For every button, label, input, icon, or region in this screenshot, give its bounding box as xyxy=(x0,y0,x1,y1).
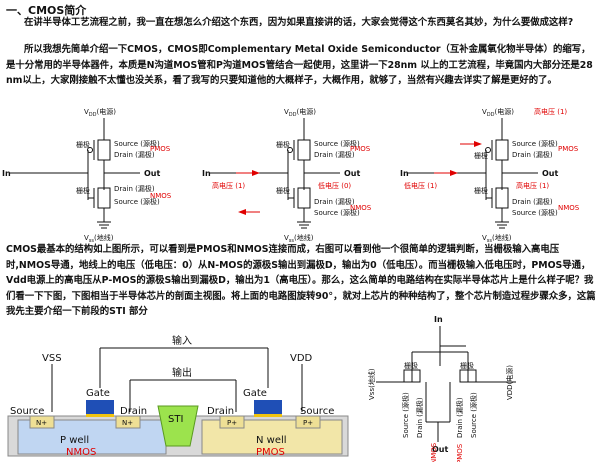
vdd-label: VDD(电源) xyxy=(84,107,116,118)
source-p-rot: Source (源极) xyxy=(469,392,478,438)
p-plus-left: P+ xyxy=(227,419,237,427)
in-label: In xyxy=(434,315,443,324)
source-p-label: Source (源极) xyxy=(512,139,558,148)
rotated-circuit: In 栅极 栅极 Out Vss(地线) VDD(电源) Source (源极)… xyxy=(367,315,516,462)
drain-n-rot: Drain (漏极) xyxy=(415,397,424,438)
gate-right-label: 栅极 xyxy=(460,361,474,370)
pmos-label: PMOS xyxy=(558,145,579,153)
drain-p-rot: Drain (漏极) xyxy=(455,397,464,438)
drain-label-p: Drain xyxy=(207,406,234,417)
vdd-rot-label: VDD(电源) xyxy=(505,365,514,400)
source-n-rot: Source (源极) xyxy=(401,392,410,438)
vdd-label: VDD(电源) xyxy=(482,107,514,118)
drain-label-n: Drain xyxy=(120,406,147,417)
vss-rot-label: Vss(地线) xyxy=(367,368,376,400)
out-label: Out xyxy=(144,169,160,178)
paragraph-intro: 在讲半导体工艺流程之前，我一直在想怎么介绍这个东西，因为如果直接讲的话，大家会觉… xyxy=(24,17,574,28)
gate-label-p: 栅极 xyxy=(276,140,290,149)
paragraph-cmos-definition: 所以我想先简单介绍一下CMOS，CMOS即Complementary Metal… xyxy=(6,44,593,87)
source-n-label: Source (源极) xyxy=(114,197,160,206)
drain-n-label: Drain (漏极) xyxy=(314,197,355,206)
gate-left-label: 栅极 xyxy=(404,361,418,370)
gate-label-n: 栅极 xyxy=(474,186,488,195)
pmos-rot: PMOS xyxy=(456,443,464,462)
low-in-label: 低电压 (1) xyxy=(404,181,437,190)
out-label: Out xyxy=(432,445,448,454)
vss-label: VSS xyxy=(42,353,62,364)
source-label-p: Source xyxy=(300,406,334,417)
source-n-label: Source (源极) xyxy=(512,208,558,217)
output-label: 输出 xyxy=(172,366,192,379)
sti-label: STI xyxy=(168,414,183,425)
vdd-label: VDD(电源) xyxy=(284,107,316,118)
n-plus-left: N+ xyxy=(36,419,47,427)
source-n-label: Source (源极) xyxy=(314,208,360,217)
nmos-label: NMOS xyxy=(66,447,96,458)
high-out-label-top: 高电压 (1) xyxy=(534,107,567,116)
pmos-label: PMOS xyxy=(256,447,285,458)
drain-p-label: Drain (漏极) xyxy=(114,150,155,159)
paragraph-cmos-structure: CMOS最基本的结构如上图所示，可以看到是PMOS和NMOS连接而成，右图可以看… xyxy=(6,244,596,318)
gate-label-n: 栅极 xyxy=(276,186,290,195)
low-out-label: 低电压 (0) xyxy=(318,181,351,190)
drain-n-label: Drain (漏极) xyxy=(512,197,553,206)
gate-label-p: Gate xyxy=(243,388,267,399)
gate-label-n: Gate xyxy=(86,388,110,399)
nmos-label: NMOS xyxy=(150,192,172,200)
drain-p-label: Drain (漏极) xyxy=(512,150,553,159)
high-out-label: 高电压 (1) xyxy=(516,181,549,190)
source-label-n: Source xyxy=(10,406,44,417)
vdd-label: VDD xyxy=(290,353,313,364)
out-label: Out xyxy=(542,169,558,178)
nmos-label: NMOS xyxy=(350,204,372,212)
nmos-label: NMOS xyxy=(558,204,580,212)
source-p-label: Source (源极) xyxy=(314,139,360,148)
in-label: In xyxy=(2,169,11,178)
in-label: In xyxy=(400,169,409,178)
pmos-label: PMOS xyxy=(350,145,371,153)
pmos-label: PMOS xyxy=(150,145,171,153)
nmos-rot: NMOS xyxy=(430,442,438,462)
cmos-circuit-diagrams: VDD(电源) 栅极 Source (源极) Drain (漏极) PMOS O… xyxy=(2,107,580,242)
cmos-cross-section: 输入 输出 VSS VDD STI N+ N+ Gate P+ P+ xyxy=(7,334,349,458)
drain-p-label: Drain (漏极) xyxy=(314,150,355,159)
gate-label-p: 栅极 xyxy=(76,140,90,149)
in-label: In xyxy=(202,169,211,178)
high-in-label: 高电压 (1) xyxy=(212,181,245,190)
circuit-1: VDD(电源) 栅极 Source (源极) Drain (漏极) PMOS O… xyxy=(2,107,172,242)
section-heading: 一、CMOS简介 xyxy=(6,4,87,17)
p-plus-right: P+ xyxy=(303,419,313,427)
n-plus-right: N+ xyxy=(122,419,133,427)
gate-label-p: 栅极 xyxy=(474,151,488,160)
drain-n-label: Drain (漏极) xyxy=(114,184,155,193)
n-well-label: N well xyxy=(256,435,287,446)
vss-label: Vss(地线) xyxy=(284,233,314,242)
circuit-3: VDD(电源) 高电压 (1) 栅极 Source (源极) Drain (漏极… xyxy=(400,107,580,242)
vss-label: Vss(地线) xyxy=(84,233,114,242)
gate-label-n: 栅极 xyxy=(76,186,90,195)
circuit-2: VDD(电源) 栅极 Source (源极) Drain (漏极) PMOS O… xyxy=(202,107,372,242)
vss-label: Vss(地线) xyxy=(482,233,512,242)
input-label: 输入 xyxy=(172,334,192,347)
source-p-label: Source (源极) xyxy=(114,139,160,148)
p-well-label: P well xyxy=(60,435,89,446)
out-label: Out xyxy=(344,169,360,178)
